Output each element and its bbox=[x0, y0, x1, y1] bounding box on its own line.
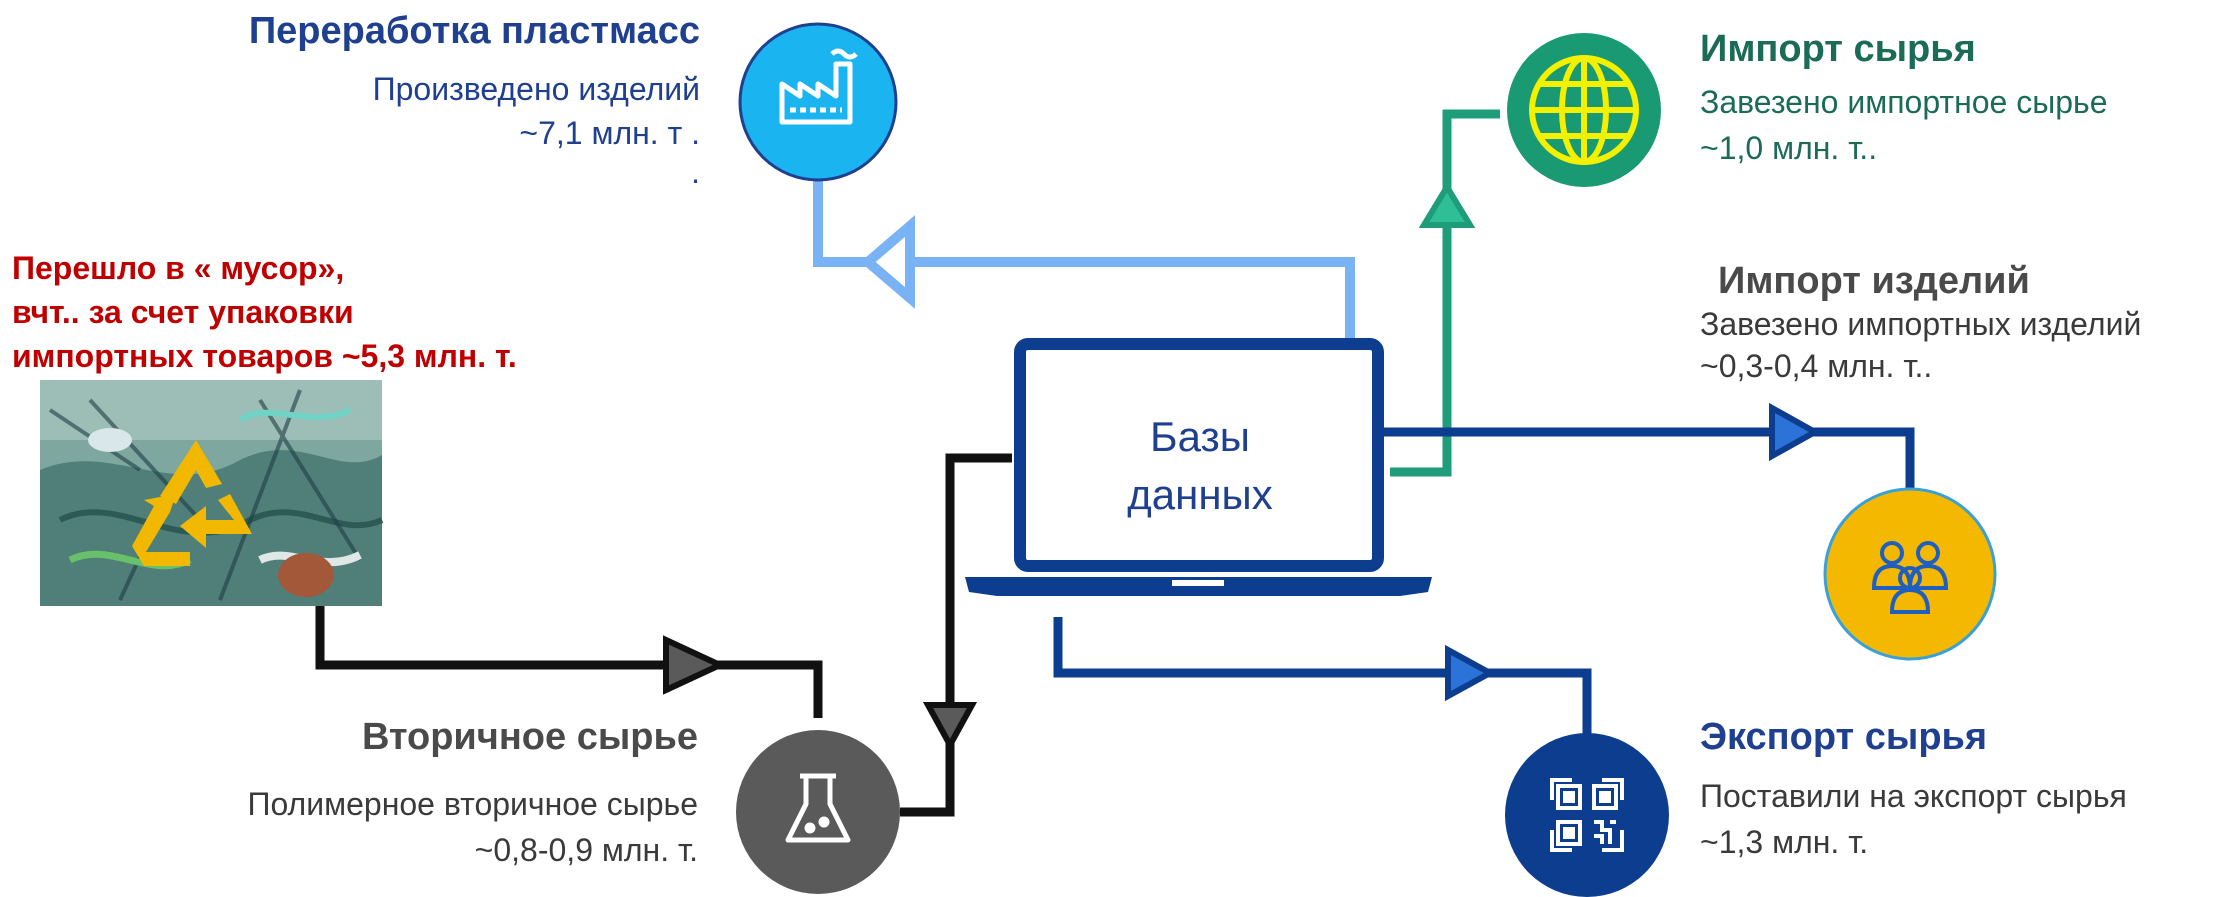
secondary-line2: ~0,8-0,9 млн. т. bbox=[474, 832, 698, 868]
arrow-to-export bbox=[1445, 644, 1497, 702]
center-label-line1: Базы bbox=[1150, 413, 1250, 460]
waste-line2: вчт.. за счет упаковки bbox=[12, 294, 354, 330]
import-raw-line2: ~1,0 млн. т.. bbox=[1700, 130, 1878, 166]
import-goods-node bbox=[1823, 487, 1997, 661]
processing-line3: . bbox=[691, 154, 700, 190]
arrow-to-import-goods bbox=[1769, 402, 1822, 462]
waste-line3: импортных товаров ~5,3 млн. т. bbox=[12, 338, 517, 374]
export-line1: Поставили на экспорт сырья bbox=[1700, 778, 2127, 814]
qr-code-icon bbox=[1550, 778, 1624, 852]
waste-photo bbox=[40, 380, 384, 606]
globe-icon bbox=[1529, 55, 1639, 165]
import-goods-line1: Завезено импортных изделий bbox=[1700, 306, 2142, 342]
import-goods-line2: ~0,3-0,4 млн. т.. bbox=[1700, 348, 1933, 384]
waste-line1: Перешло в « мусор», bbox=[12, 250, 345, 286]
laptop-icon bbox=[965, 338, 1432, 596]
arrow-to-import-raw bbox=[1418, 181, 1476, 228]
connector-secondary-to-laptop bbox=[900, 453, 1012, 817]
connector-to-import-goods bbox=[1384, 402, 1915, 498]
import-goods-text: Импорт изделий Завезено импортных издели… bbox=[1700, 260, 2141, 387]
import-raw-text: Импорт сырья Завезено импортное сырье ~1… bbox=[1700, 28, 2108, 171]
export-node bbox=[1505, 733, 1669, 897]
center-label: Базы данных bbox=[1040, 408, 1360, 524]
import-raw-line1: Завезено импортное сырье bbox=[1700, 84, 2108, 120]
import-raw-node bbox=[1507, 33, 1661, 187]
arrow-secondary-to-laptop bbox=[922, 702, 978, 752]
flask-icon bbox=[785, 773, 851, 843]
arrow-to-processing bbox=[860, 215, 915, 309]
connector-to-processing bbox=[813, 180, 1355, 340]
connector-to-export bbox=[1053, 617, 1592, 735]
waste-text: Перешло в « мусор», вчт.. за счет упаков… bbox=[12, 246, 517, 378]
export-line2: ~1,3 млн. т. bbox=[1700, 824, 1869, 860]
secondary-text: Вторичное сырье Полимерное вторичное сыр… bbox=[247, 716, 698, 873]
connector-waste-to-secondary bbox=[315, 605, 823, 718]
export-text: Экспорт сырья Поставили на экспорт сырья… bbox=[1700, 716, 2127, 865]
secondary-node bbox=[736, 730, 900, 894]
export-title: Экспорт сырья bbox=[1700, 716, 1988, 758]
secondary-title: Вторичное сырье bbox=[361, 716, 698, 758]
recycle-icon bbox=[132, 440, 252, 566]
people-icon bbox=[1871, 541, 1949, 614]
connector-to-import-raw bbox=[1390, 109, 1500, 477]
processing-title: Переработка пластмасс bbox=[248, 10, 700, 52]
import-raw-title: Импорт сырья bbox=[1700, 28, 1976, 70]
processing-node bbox=[738, 22, 898, 182]
factory-icon bbox=[779, 48, 858, 125]
center-label-line2: данных bbox=[1127, 471, 1273, 518]
processing-text: Переработка пластмасс Произведено издели… bbox=[249, 10, 700, 189]
secondary-line1: Полимерное вторичное сырье bbox=[247, 786, 698, 822]
arrow-waste-to-secondary bbox=[663, 635, 728, 695]
import-goods-title: Импорт изделий bbox=[1718, 260, 2030, 302]
processing-line2: ~7,1 млн. т . bbox=[519, 115, 700, 151]
processing-line1: Произведено изделий bbox=[372, 71, 700, 107]
